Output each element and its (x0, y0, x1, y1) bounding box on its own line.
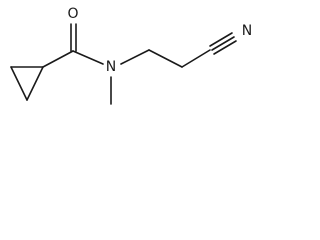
ring-bond-2 (10, 66, 28, 101)
carbonyl-to-n-bond (72, 50, 104, 65)
molecule-canvas: O N N (0, 0, 260, 112)
ch2-to-nitrile-bond (181, 49, 211, 68)
amide-nitrogen-label: N (106, 59, 116, 75)
nitrile-triple-bond-b (211, 36, 235, 51)
oxygen-atom-label: O (67, 6, 78, 22)
nitrile-nitrogen-label: N (242, 23, 252, 39)
nitrile-triple-bond-a (209, 32, 233, 47)
structure-diagram: O N N (10, 6, 252, 105)
nitrile-triple-bond-c (213, 40, 237, 55)
ring-to-carbonyl-bond (42, 50, 74, 68)
ring-bond-3 (26, 66, 44, 101)
n-to-ch2-bond (120, 49, 150, 65)
ch2-ch2-bond (148, 49, 183, 68)
